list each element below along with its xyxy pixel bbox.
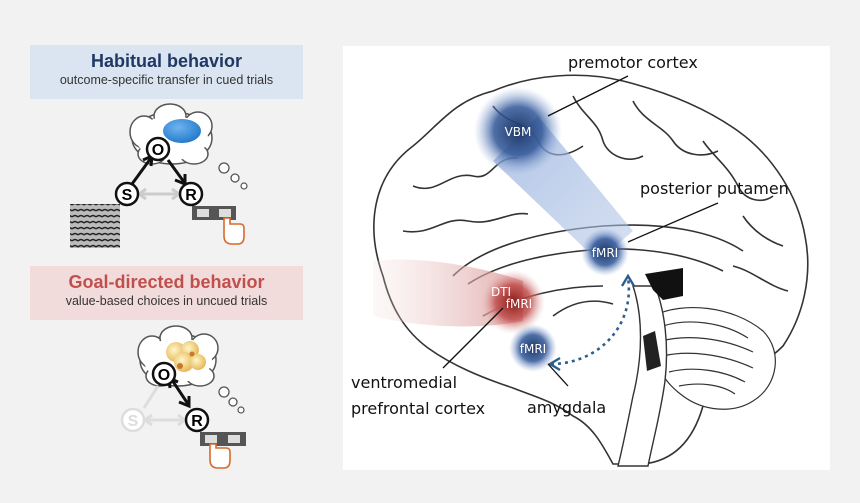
label-leader-lines (442, 75, 719, 387)
vmpfc-fmri-marker: fMRI (506, 297, 532, 311)
node-r: R (184, 407, 210, 433)
s-arrows-faded (142, 385, 188, 427)
brain-panel: VBM fMRI DTI fMRI fMRI premotor cortex p… (343, 46, 830, 470)
node-o: O (151, 361, 177, 387)
svg-text:O: O (158, 367, 170, 384)
habitual-title: Habitual behavior (90, 51, 243, 71)
node-r: R (178, 181, 204, 207)
brain-sagittal-diagram: VBM fMRI DTI fMRI fMRI premotor cortex p… (351, 53, 809, 467)
amygdala-fmri-blob (509, 324, 557, 372)
amygdala-putamen-connection (550, 277, 631, 366)
vbm-marker: VBM (505, 125, 532, 139)
ventricle-dark (645, 268, 683, 300)
goal-directed-behavior-banner: Goal-directed behavior value-based choic… (30, 266, 303, 320)
habitual-behavior-banner: Habitual behavior outcome-specific trans… (30, 45, 303, 99)
connection-arrowhead-top (620, 273, 636, 287)
dti-marker: DTI (491, 285, 511, 299)
posterior-putamen-label: posterior putamen (640, 179, 789, 198)
connection-arrowhead-bottom (547, 356, 561, 372)
svg-text:O: O (152, 142, 164, 159)
dti-blob (481, 270, 545, 334)
s-r-grey-arrow (136, 187, 182, 201)
amygdala-fmri-marker: fMRI (520, 342, 546, 356)
svg-text:S: S (128, 413, 139, 430)
fourth-ventricle-dark (643, 331, 661, 371)
putamen-fmri-blob (581, 228, 629, 276)
svg-text:R: R (191, 413, 203, 430)
svg-text:R: R (185, 187, 197, 204)
blue-outcome-icon (163, 119, 201, 143)
premotor-cortex-label: premotor cortex (568, 53, 698, 72)
node-s-faded: S (120, 407, 146, 433)
vmpfc-label-line2: prefrontal cortex (351, 399, 485, 418)
habitual-sor-diagram: O S R (70, 103, 248, 248)
vbm-blob (474, 87, 562, 175)
button-press-icon (192, 206, 245, 245)
svg-text:S: S (122, 187, 133, 204)
node-o: O (145, 136, 171, 162)
habitual-subtitle: outcome-specific transfer in cued trials (59, 73, 274, 87)
amygdala-label: amygdala (527, 398, 606, 417)
button-press-icon (200, 432, 246, 469)
node-s: S (114, 181, 140, 207)
putamen-fmri-marker: fMRI (592, 246, 618, 260)
goal-directed-subtitle: value-based choices in uncued trials (65, 294, 268, 308)
vmpfc-label-line1: ventromedial (351, 373, 457, 392)
fingerprint-stimulus-icon (70, 204, 120, 248)
goal-directed-title: Goal-directed behavior (68, 272, 265, 292)
cerebellum (649, 307, 776, 410)
brainstem (617, 285, 668, 467)
goal-directed-sor-diagram: O S R (120, 325, 246, 469)
popcorn-outcome-icon (166, 341, 206, 372)
